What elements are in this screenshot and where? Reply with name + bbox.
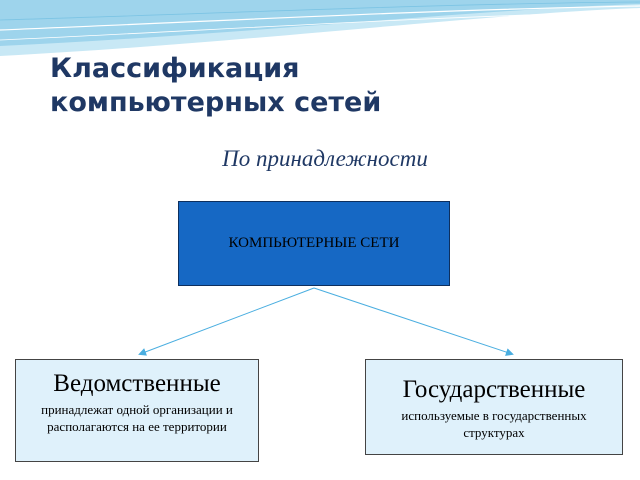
child-node-title: Ведомственные <box>53 370 221 397</box>
child-node-description: принадлежат одной организации и располаг… <box>41 402 233 434</box>
connector-to-right-child <box>313 287 514 356</box>
child-node-state: Государственные используемые в государст… <box>365 359 623 455</box>
child-node-description: используемые в государственных структура… <box>401 408 587 440</box>
slide-title-line-2: компьютерных сетей <box>50 87 382 118</box>
header-swoosh-decoration <box>0 0 640 56</box>
connector-to-left-child <box>138 287 315 356</box>
slide-subtitle: По принадлежности <box>222 146 428 171</box>
root-node-box: КОМПЬЮТЕРНЫЕ СЕТИ <box>178 201 450 286</box>
root-node-label: КОМПЬЮТЕРНЫЕ СЕТИ <box>228 235 400 251</box>
child-node-title: Государственные <box>402 376 586 403</box>
child-node-departmental: Ведомственные принадлежат одной организа… <box>15 359 259 462</box>
slide-title: Классификация компьютерных сетей <box>50 52 610 120</box>
slide-title-line-1: Классификация <box>50 53 300 84</box>
